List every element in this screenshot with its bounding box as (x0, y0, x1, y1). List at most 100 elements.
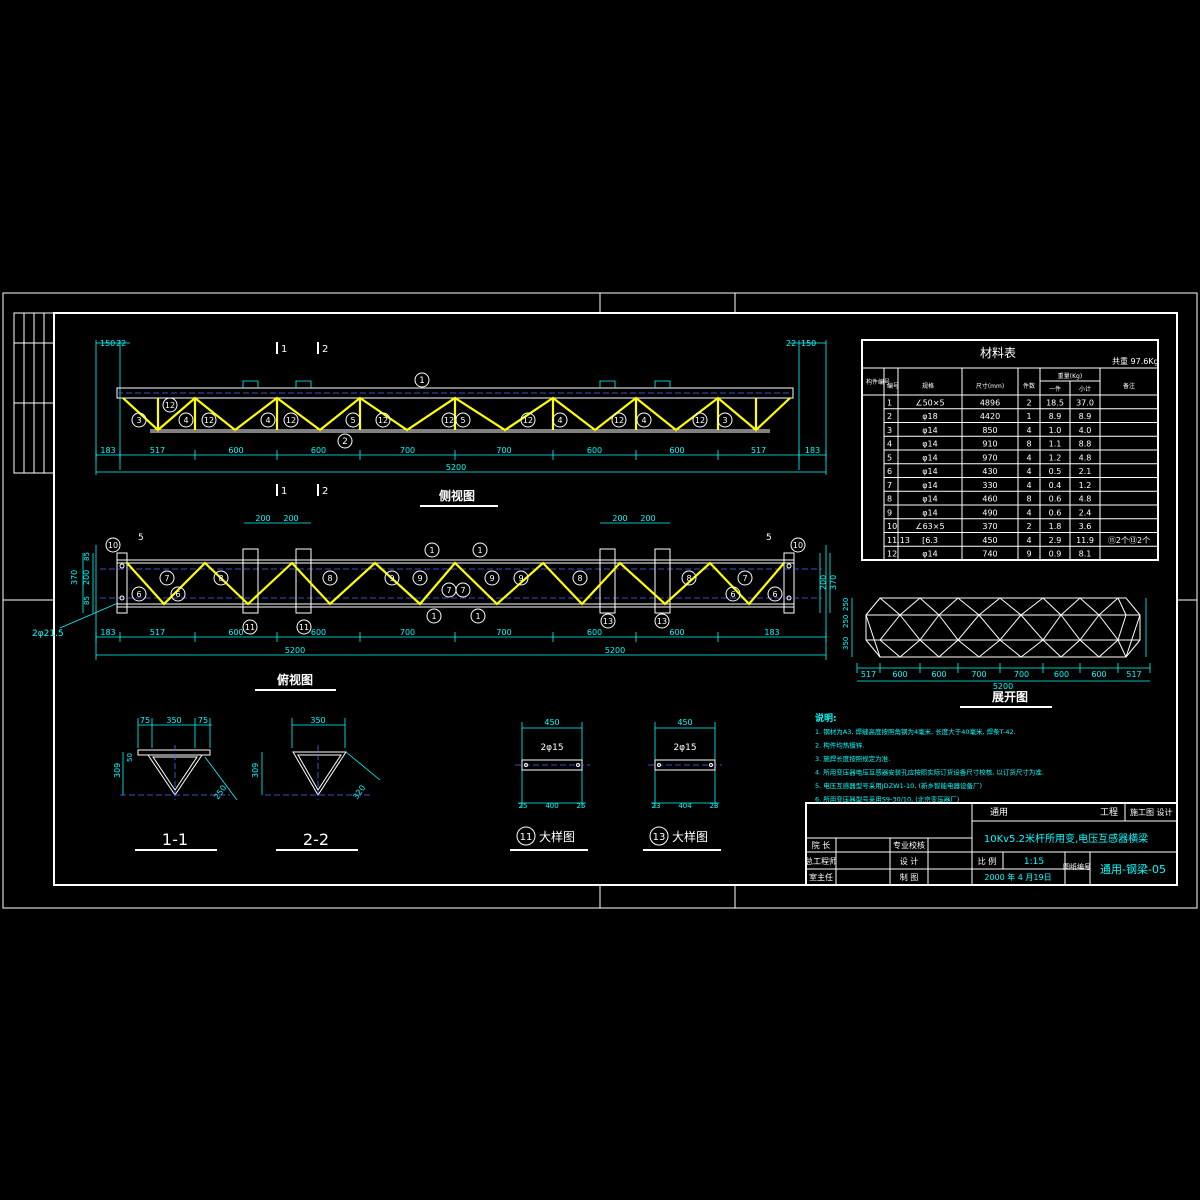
table-cell: 1.2 (1079, 481, 1092, 490)
plan-plate-bubble-label: 13 (657, 617, 667, 626)
side-bubble (375, 412, 391, 428)
plan-inner-bubble (681, 570, 697, 586)
table-cell: 2 (1026, 398, 1031, 407)
detail11-bot-2: 400 (545, 802, 558, 810)
unfold-dim-1: 600 (892, 670, 907, 679)
plan-dim-6: 600 (587, 628, 602, 637)
table-cell: φ14 (922, 481, 937, 490)
sheet-frame (2, 292, 1198, 909)
tb-general: 通用 (990, 807, 1008, 818)
unfold-side-dim-2: 250 (842, 615, 850, 628)
note-item: 4. 所用变压器电压互感器安装孔应按照实际订货设备尺寸校核, 以订货尺寸为准. (815, 768, 1044, 777)
side-bubble (520, 412, 536, 428)
plan-inner-bubble-label: 7 (742, 574, 747, 583)
plan-top-bubble (472, 542, 488, 558)
table-cell: 0.4 (1049, 481, 1062, 490)
table-cell: 4.8 (1079, 453, 1092, 462)
side-chord-bottom-label: 2 (342, 437, 348, 447)
side-dim-0: 183 (100, 446, 115, 455)
table-cell: 2 (887, 412, 892, 421)
plan-inner-bubble-label: 9 (489, 574, 494, 583)
table-cell: φ14 (922, 495, 937, 504)
unfold-member (1117, 597, 1127, 616)
table-cell: 850 (982, 426, 997, 435)
section-mark-2-bottom: 2 (322, 486, 328, 497)
table-cell: 0.9 (1049, 550, 1062, 559)
table-cell: 0.6 (1049, 508, 1062, 517)
side-top-dim-right-2: 150 (801, 339, 816, 348)
table-cell: φ14 (922, 467, 937, 476)
table-cell: φ14 (922, 550, 937, 559)
side-bubble-label: 4 (641, 416, 646, 425)
table-total-weight: 共重 97.6Kg (1112, 356, 1159, 366)
table-cell: 0.5 (1049, 467, 1062, 476)
plan-end-plates (119, 563, 792, 601)
table-cell: 430 (982, 467, 997, 476)
table-cell: 4420 (980, 412, 1000, 421)
table-cell: 3 (887, 426, 892, 435)
unfold-member (879, 597, 901, 616)
unfold-member (1060, 597, 1081, 616)
side-bubble-label: 12 (286, 416, 296, 425)
plan-inner-bubble (767, 586, 783, 602)
plan-dim-0: 183 (100, 628, 115, 637)
table-cell: 460 (982, 495, 997, 504)
table-cell: φ14 (922, 426, 937, 435)
side-bubble (178, 412, 194, 428)
plan-right-dim-200: 200 (819, 575, 828, 590)
detail11-top-dim: 450 (544, 718, 559, 727)
table-cell: 4.0 (1079, 426, 1092, 435)
unfold-member (879, 639, 901, 658)
plan-inner-bubble-label: 9 (417, 574, 422, 583)
plan-end-mark: 5 (766, 533, 772, 543)
unfold-member (957, 614, 980, 641)
detail-11: 450 2φ15 25 400 25 11 大样图 (510, 718, 590, 851)
side-bubble (717, 412, 733, 428)
plate-dim-3: 200 (612, 514, 627, 523)
notes-items: 1. 钢材为A3, 焊缝高度按照角钢为4毫米, 长度大于40毫米, 焊条T-42… (815, 727, 1044, 804)
side-bubble (611, 412, 627, 428)
side-view: 150 22 22 150 1 2 1 2 (95, 339, 827, 507)
unfold-member (999, 597, 1022, 616)
table-cell: 2.9 (1049, 536, 1062, 545)
table-header-spec: 规格 (922, 382, 934, 390)
section-1-1: 75 350 75 309 50 250 1-1 (113, 716, 238, 851)
sec2-height: 309 (251, 763, 260, 778)
plan-end-bubble-label: 10 (793, 541, 803, 550)
unfold-lattice (879, 597, 1127, 658)
detail13-bubble: 13 (653, 832, 666, 843)
plate-dim-2: 200 (283, 514, 298, 523)
plan-inner-bubble (131, 586, 147, 602)
tb-stage: 施工图 设计 (1130, 807, 1173, 817)
plan-inner-bubble (412, 570, 428, 586)
table-cell: φ14 (922, 508, 937, 517)
table-cell: ∠50×5 (915, 398, 944, 407)
sec1-dim-right: 75 (198, 716, 208, 725)
table-cell: 1 (887, 398, 892, 407)
table-header-one: 一件 (1049, 385, 1061, 393)
unfold-member (1020, 614, 1044, 641)
plan-total-right: 5200 (605, 646, 625, 655)
table-cell: 1.1 (1049, 440, 1062, 449)
unfold-member (879, 614, 901, 641)
table-cell: 3.6 (1079, 522, 1092, 531)
table-cell: 11,13 (887, 536, 910, 545)
tb-role-6: 制 图 (900, 872, 919, 882)
table-cell: ⑪2个⑬2个 (1108, 536, 1150, 545)
plate-dim-4: 200 (640, 514, 655, 523)
note-item: 2. 构件均热镀锌. (815, 741, 864, 750)
side-dim-7: 600 (669, 446, 684, 455)
unfold-member (957, 639, 980, 658)
plan-plate-bubble (654, 613, 670, 629)
table-header-length: 尺寸(mm) (976, 382, 1004, 390)
plan-inner-bubble (572, 570, 588, 586)
section-1-1-title: 1-1 (162, 830, 188, 849)
sec1-dim-left: 75 (140, 716, 150, 725)
table-cell: 9 (887, 508, 892, 517)
section-mark-1-bottom: 1 (281, 486, 287, 497)
